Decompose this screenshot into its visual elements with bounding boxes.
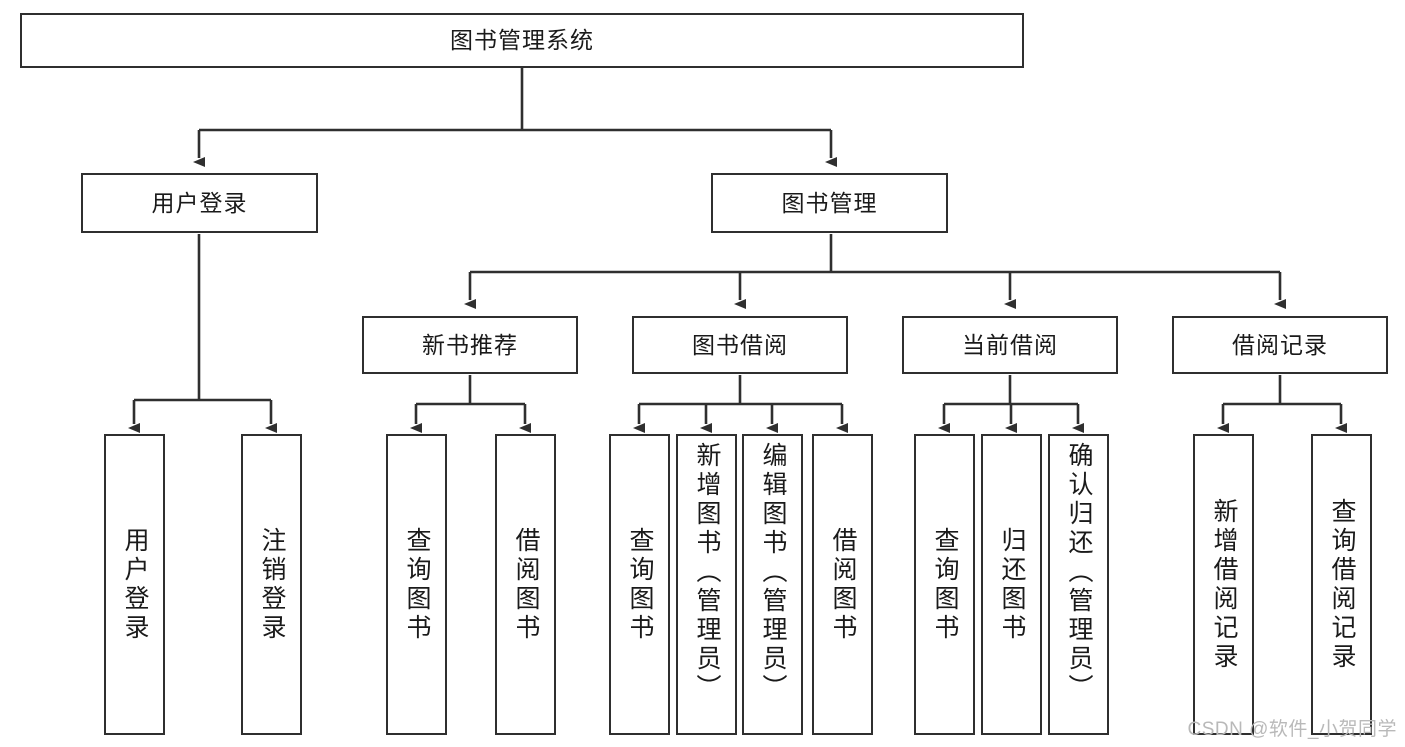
node-user-login[interactable]: 用户登录 [81,173,318,233]
leaf-new-book-borrow[interactable]: 借阅图书 [495,434,556,735]
node-label: 借阅图书 [512,526,540,643]
node-book-borrow[interactable]: 图书借阅 [632,316,848,374]
node-label: 新书推荐 [422,331,518,358]
node-label: 借阅记录 [1232,331,1328,358]
node-label: 用户登录 [121,526,149,643]
node-label: 新增图书（管理员） [693,442,721,703]
leaf-borrow-book[interactable]: 借阅图书 [812,434,873,735]
node-label: 注销登录 [258,526,286,643]
node-label: 编辑图书（管理员） [759,442,787,703]
leaf-query-borrow-record[interactable]: 查询借阅记录 [1311,434,1372,735]
node-label: 归还图书 [998,526,1026,643]
leaf-edit-book-admin[interactable]: 编辑图书（管理员） [742,434,803,735]
node-label: 图书管理系统 [450,27,594,54]
node-current-borrow[interactable]: 当前借阅 [902,316,1118,374]
node-label: 查询图书 [626,526,654,643]
leaf-user-login[interactable]: 用户登录 [104,434,165,735]
node-label: 查询图书 [403,526,431,643]
node-label: 借阅图书 [829,526,857,643]
csdn-watermark: CSDN @软件_小贺同学 [1187,719,1397,740]
leaf-add-book-admin[interactable]: 新增图书（管理员） [676,434,737,735]
leaf-confirm-return-admin[interactable]: 确认归还（管理员） [1048,434,1109,735]
node-label: 新增借阅记录 [1210,497,1238,672]
leaf-add-borrow-record[interactable]: 新增借阅记录 [1193,434,1254,735]
node-label: 查询借阅记录 [1328,497,1356,672]
node-borrow-record[interactable]: 借阅记录 [1172,316,1388,374]
node-label: 当前借阅 [962,331,1058,358]
node-label: 图书借阅 [692,331,788,358]
node-label: 图书管理 [781,189,878,216]
node-label: 用户登录 [151,189,248,216]
node-book-management[interactable]: 图书管理 [711,173,948,233]
node-label: 确认归还（管理员） [1065,442,1093,703]
leaf-current-query-book[interactable]: 查询图书 [914,434,975,735]
node-new-book-recommend[interactable]: 新书推荐 [362,316,578,374]
node-root-system[interactable]: 图书管理系统 [20,13,1024,68]
leaf-borrow-query-book[interactable]: 查询图书 [609,434,670,735]
leaf-return-book[interactable]: 归还图书 [981,434,1042,735]
node-label: 查询图书 [931,526,959,643]
leaf-logout-login[interactable]: 注销登录 [241,434,302,735]
leaf-new-book-query[interactable]: 查询图书 [386,434,447,735]
